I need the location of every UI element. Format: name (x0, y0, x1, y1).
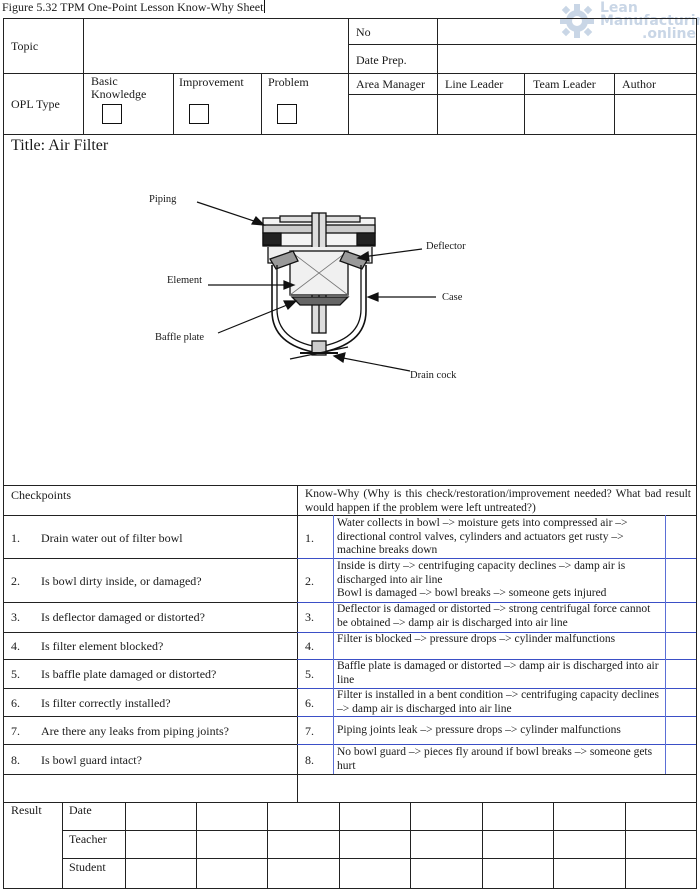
row-3-why-number: 3. (305, 610, 314, 624)
row-2-why-number: 2. (305, 574, 314, 588)
row-5-knowwhy: Baffle plate is damaged or distorted –> … (337, 660, 659, 686)
row-5-number: 5. (11, 667, 20, 681)
row-7-checkpoint: Are there any leaks from piping joints? (41, 724, 229, 738)
logo-text-line1: Lean (600, 0, 638, 16)
type-basic-knowledge: Basic Knowledge (91, 74, 147, 101)
signoff-author: Author (622, 77, 656, 91)
label-drain-cock: Drain cock (410, 370, 457, 381)
no-label: No (356, 25, 371, 39)
logo-text-line2: Manufacturing (600, 13, 700, 29)
gear-icon (560, 4, 594, 38)
row-8-why-number: 8. (305, 753, 314, 767)
type-improvement: Improvement (179, 75, 244, 89)
topic-label: Topic (11, 39, 39, 53)
row-2-checkpoint: Is bowl dirty inside, or damaged? (41, 574, 202, 588)
row-6-checkpoint: Is filter correctly installed? (41, 696, 171, 710)
figure-caption: Figure 5.32 TPM One-Point Lesson Know-Wh… (2, 0, 266, 14)
row-1-why-number: 1. (305, 531, 314, 545)
text-cursor (264, 0, 266, 13)
row-3-number: 3. (11, 610, 20, 624)
label-element: Element (167, 275, 202, 286)
row-4-knowwhy: Filter is blocked –> pressure drops –> c… (337, 633, 616, 645)
row-1-checkpoint: Drain water out of filter bowl (41, 531, 183, 545)
lesson-title: Title: Air Filter (11, 137, 109, 154)
signoff-line-leader: Line Leader (445, 77, 504, 91)
row-8-checkpoint: Is bowl guard intact? (41, 753, 142, 767)
row-4-number: 4. (11, 639, 20, 653)
row-6-why-number: 6. (305, 696, 314, 710)
row-1-number: 1. (11, 531, 20, 545)
date-prep-label: Date Prep. (356, 53, 407, 67)
row-5-checkpoint: Is baffle plate damaged or distorted? (41, 667, 217, 681)
row-4-checkpoint: Is filter element blocked? (41, 639, 164, 653)
checkpoints-header: Checkpoints (11, 488, 71, 502)
brand-logo: Lean Manufacturing .online (558, 0, 700, 46)
knowwhy-header: Know-Why (Why is this check/restoration/… (305, 488, 691, 514)
label-case: Case (442, 292, 463, 303)
result-label: Result (11, 803, 42, 817)
logo-text-line3: .online (642, 26, 696, 42)
row-2-number: 2. (11, 574, 20, 588)
row-6-knowwhy: Filter is installed in a bent condition … (337, 689, 660, 715)
label-deflector: Deflector (426, 241, 466, 252)
checkbox-problem[interactable] (277, 104, 297, 124)
row-1-knowwhy: Water collects in bowl –> moisture gets … (337, 517, 628, 556)
row-7-knowwhy: Piping joints leak –> pressure drops –> … (337, 724, 621, 736)
row-2-knowwhy-line2: Bowl is damaged –> bowl breaks –> someon… (337, 587, 607, 599)
row-6-number: 6. (11, 696, 20, 710)
type-problem: Problem (268, 75, 309, 89)
result-row-student: Student (69, 860, 106, 874)
result-row-teacher: Teacher (69, 832, 107, 846)
row-7-why-number: 7. (305, 724, 314, 738)
row-4-why-number: 4. (305, 639, 314, 653)
opl-type-label: OPL Type (11, 97, 60, 111)
row-8-number: 8. (11, 753, 20, 767)
row-3-checkpoint: Is deflector damaged or distorted? (41, 610, 205, 624)
air-filter-diagram (196, 201, 436, 372)
label-baffle-plate: Baffle plate (155, 332, 205, 343)
checkbox-basic-knowledge[interactable] (102, 104, 122, 124)
signoff-area-manager: Area Manager (356, 77, 425, 91)
row-5-why-number: 5. (305, 667, 314, 681)
row-7-number: 7. (11, 724, 20, 738)
row-3-knowwhy: Deflector is damaged or distorted –> str… (337, 603, 651, 629)
checkbox-improvement[interactable] (189, 104, 209, 124)
signoff-team-leader: Team Leader (533, 77, 596, 91)
result-row-date: Date (69, 803, 92, 817)
row-2-knowwhy: Inside is dirty –> centrifuging capacity… (337, 560, 626, 586)
row-8-knowwhy: No bowl guard –> pieces fly around if bo… (337, 746, 653, 772)
label-piping: Piping (149, 194, 177, 205)
